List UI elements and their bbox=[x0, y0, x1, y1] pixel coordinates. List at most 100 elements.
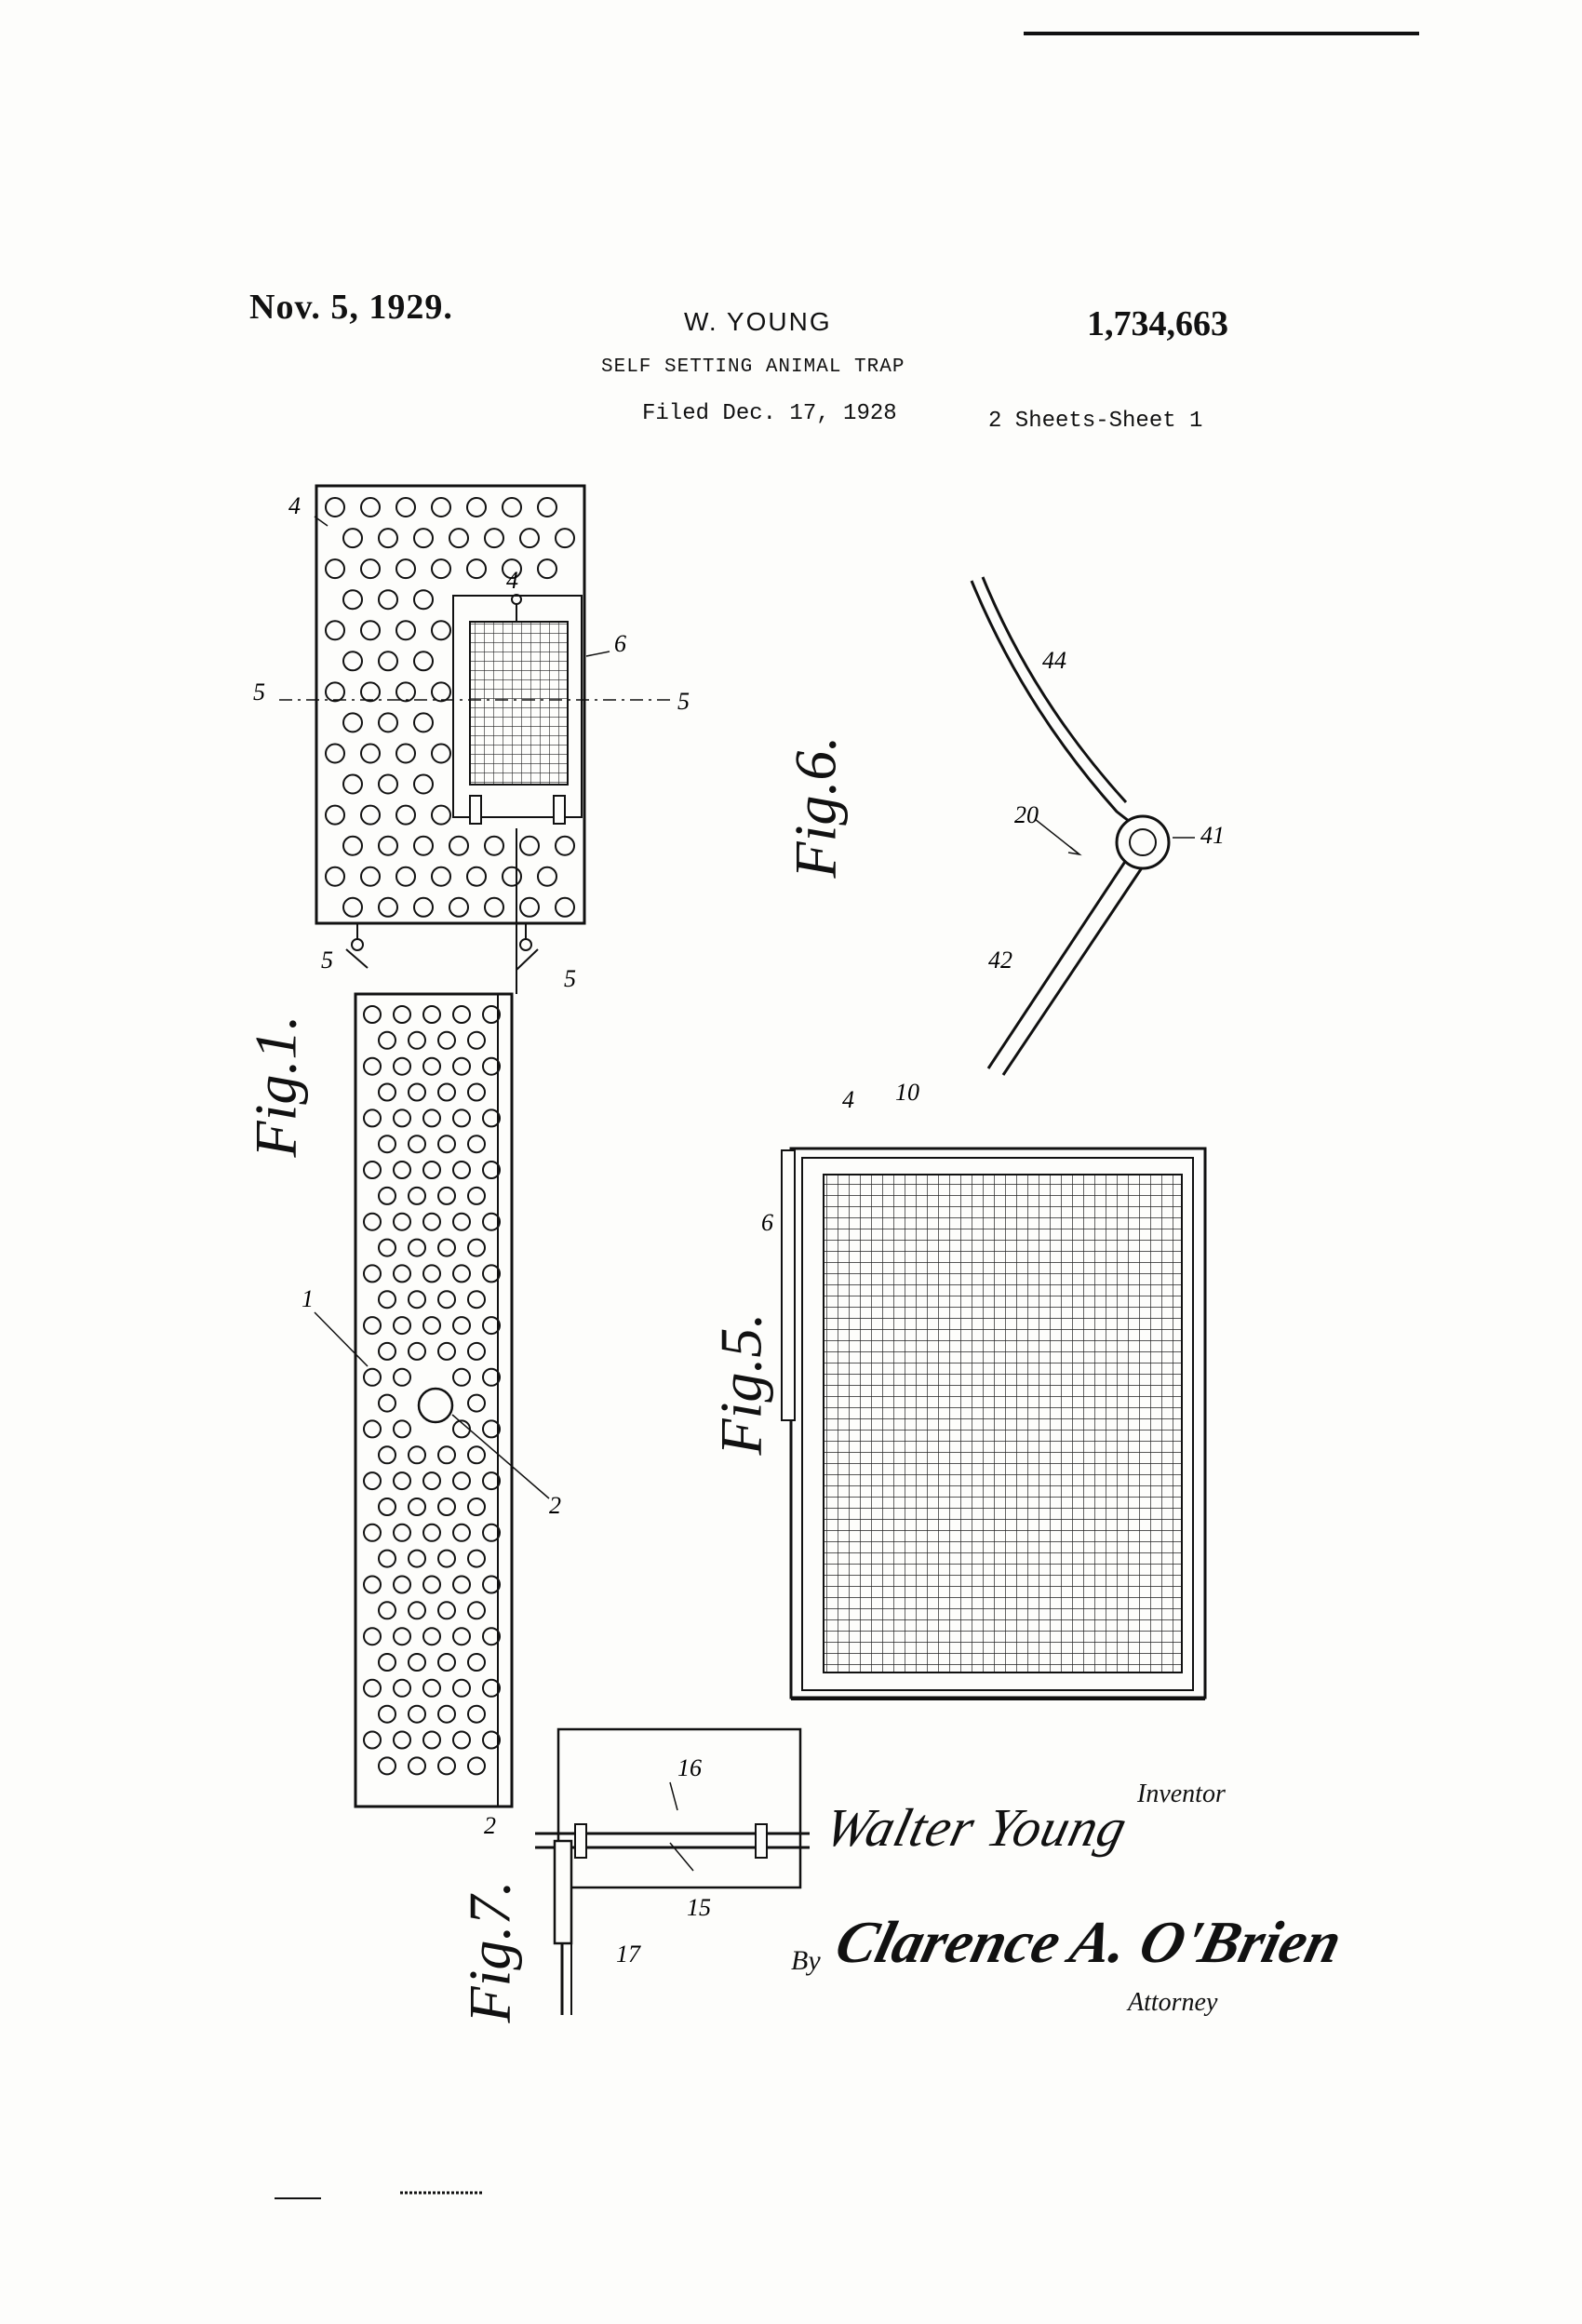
perforation-dot bbox=[437, 1341, 456, 1361]
perforation-dot bbox=[393, 1367, 411, 1387]
perforation-dot bbox=[408, 1030, 426, 1050]
perforation-dot bbox=[555, 835, 575, 856]
perforation-dot bbox=[360, 804, 381, 826]
perforation-dot bbox=[422, 1264, 441, 1283]
perforation-dot bbox=[467, 1756, 486, 1776]
perforation-dot bbox=[431, 804, 451, 826]
perforation-dot bbox=[378, 1704, 396, 1724]
perforation-dot bbox=[360, 620, 381, 641]
perforation-dot bbox=[437, 1135, 456, 1154]
perforation-dot bbox=[360, 743, 381, 764]
perforation-dot bbox=[466, 866, 487, 887]
perforation-dot bbox=[482, 1056, 501, 1076]
perforation-dot bbox=[482, 1161, 501, 1179]
perforation-dot bbox=[363, 1523, 382, 1542]
perforation-dot bbox=[452, 1627, 471, 1646]
perforation-dot bbox=[408, 1135, 426, 1154]
perforation-dot bbox=[363, 1108, 382, 1128]
sheet-count: 2 Sheets-Sheet 1 bbox=[988, 409, 1203, 434]
perforation-dot bbox=[437, 1186, 456, 1205]
perforation-dot bbox=[393, 1108, 411, 1128]
entry-hole bbox=[417, 1387, 454, 1424]
perforation-dot bbox=[378, 835, 398, 856]
wire-mesh bbox=[823, 1174, 1183, 1673]
perforation-dot bbox=[422, 1161, 441, 1179]
perforation-dot bbox=[413, 773, 434, 795]
perforation-dot bbox=[360, 497, 381, 517]
fig7-label: Fig.7. bbox=[456, 1880, 523, 2023]
perforation-dot bbox=[378, 1549, 396, 1568]
perforation-dot bbox=[413, 835, 434, 856]
perforation-dot bbox=[408, 1704, 426, 1724]
fig7-drawing bbox=[535, 1727, 810, 2015]
perforation-dot bbox=[413, 712, 434, 733]
perforation-dot bbox=[342, 835, 363, 856]
attorney-label: Attorney bbox=[1128, 1988, 1218, 2017]
perforation-dot bbox=[396, 681, 416, 703]
filed-date: Filed Dec. 17, 1928 bbox=[642, 401, 897, 426]
perforation-dot bbox=[467, 1653, 486, 1672]
hinge-left bbox=[469, 795, 482, 825]
perforation-dot bbox=[408, 1341, 426, 1361]
ref-4b: 4 bbox=[506, 567, 518, 594]
ref-4c: 4 bbox=[842, 1086, 854, 1113]
perforation-dot bbox=[422, 1316, 441, 1336]
perforation-dot bbox=[519, 896, 540, 918]
perforation-dot bbox=[378, 1601, 396, 1620]
perforation-dot bbox=[393, 1627, 411, 1646]
perforation-dot bbox=[378, 1186, 396, 1205]
perforation-dot bbox=[422, 1212, 441, 1231]
perforation-dot bbox=[325, 497, 345, 517]
perforation-dot bbox=[437, 1756, 456, 1776]
perforation-dot bbox=[408, 1756, 426, 1776]
perforation-dot bbox=[482, 1678, 501, 1698]
fig6-drawing bbox=[970, 576, 1195, 1076]
perforation-dot bbox=[363, 1627, 382, 1646]
perforation-dot bbox=[378, 1445, 396, 1465]
perforation-dot bbox=[325, 558, 345, 580]
perforation-dot bbox=[422, 1471, 441, 1491]
perforation-dot bbox=[437, 1030, 456, 1050]
perforation-dot bbox=[396, 804, 416, 826]
perforation-dot bbox=[555, 896, 575, 918]
ref-17: 17 bbox=[616, 1941, 641, 1968]
perforation-dot bbox=[342, 589, 363, 611]
perforation-dot bbox=[437, 1704, 456, 1724]
perforation-dot bbox=[482, 1730, 501, 1750]
perforation-dot bbox=[482, 1367, 501, 1387]
perforation-dot bbox=[437, 1445, 456, 1465]
perforation-dot bbox=[342, 712, 363, 733]
perforation-dot bbox=[452, 1056, 471, 1076]
perforation-dot bbox=[484, 528, 504, 549]
perforation-dot bbox=[467, 1290, 486, 1310]
inventor-label: Inventor bbox=[1137, 1780, 1226, 1808]
perforation-dot bbox=[537, 558, 557, 580]
perforation-dot bbox=[408, 1082, 426, 1102]
perforation-dot bbox=[502, 866, 522, 887]
perforation-dot bbox=[467, 1393, 486, 1413]
perforation-dot bbox=[396, 620, 416, 641]
perforation-dot bbox=[413, 896, 434, 918]
perforation-dot bbox=[360, 558, 381, 580]
perforation-dot bbox=[502, 497, 522, 517]
ref-4: 4 bbox=[288, 492, 301, 519]
perforation-dot bbox=[437, 1653, 456, 1672]
perforation-dot bbox=[378, 1393, 396, 1413]
perforation-dot bbox=[378, 1498, 396, 1516]
perforation-dot bbox=[342, 773, 363, 795]
ref-44: 44 bbox=[1042, 647, 1066, 674]
perforation-dot bbox=[452, 1005, 471, 1024]
perforation-dot bbox=[378, 1290, 396, 1310]
perforation-dot bbox=[378, 896, 398, 918]
ref-15: 15 bbox=[687, 1894, 711, 1921]
perforation-dot bbox=[452, 1367, 471, 1387]
perforation-dot bbox=[422, 1678, 441, 1698]
perforation-dot bbox=[378, 1030, 396, 1050]
perforation-dot bbox=[393, 1056, 411, 1076]
perforation-dot bbox=[363, 1367, 382, 1387]
perforation-dot bbox=[378, 651, 398, 672]
perforation-dot bbox=[452, 1108, 471, 1128]
perforation-dot bbox=[437, 1549, 456, 1568]
perforation-dot bbox=[452, 1678, 471, 1698]
perforation-dots-bottom bbox=[363, 1005, 501, 1776]
